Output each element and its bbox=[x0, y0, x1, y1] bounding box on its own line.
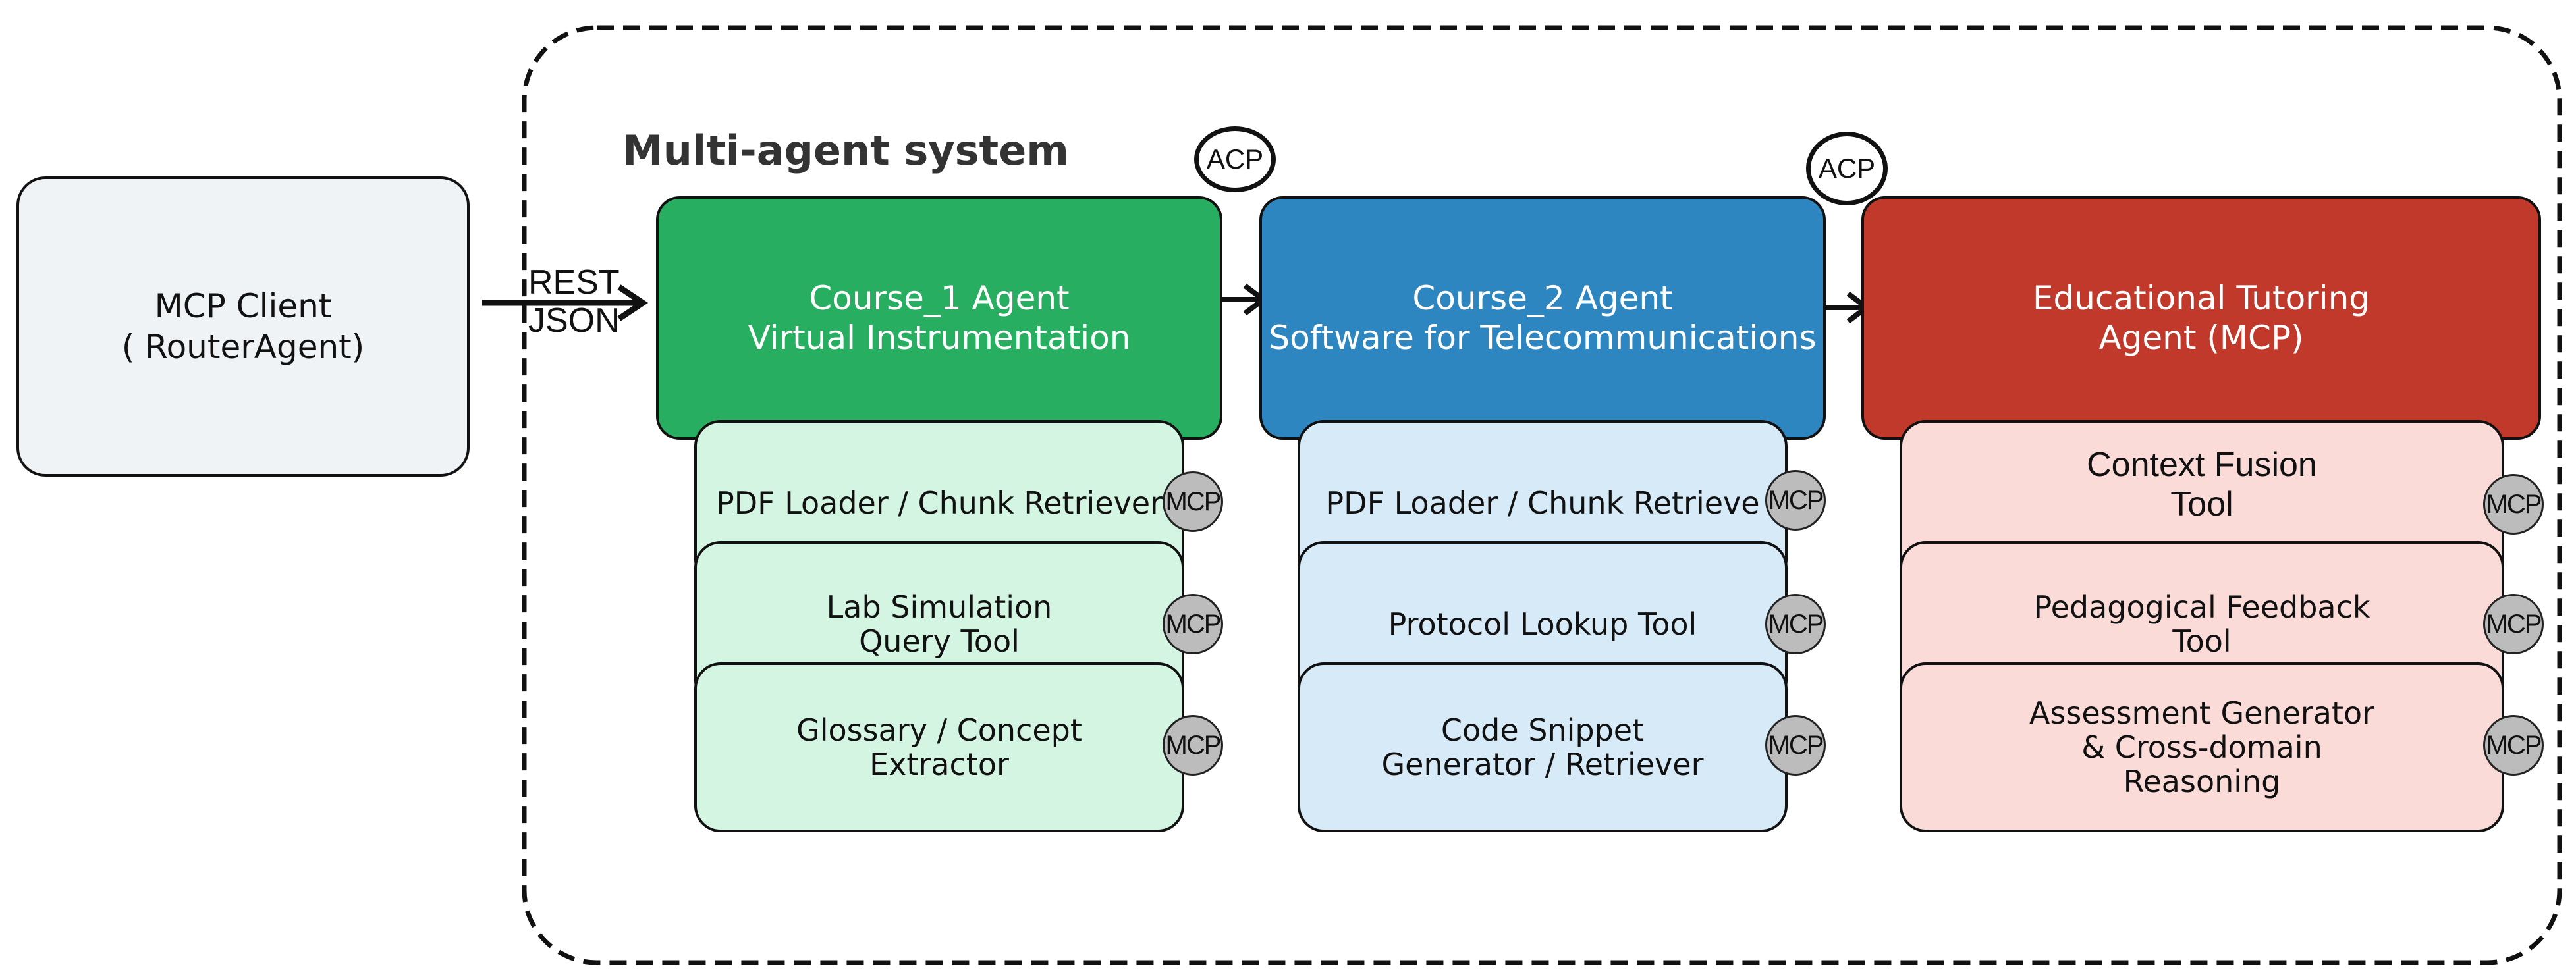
rest-label: REST bbox=[528, 263, 620, 302]
multi-agent-system-boundary bbox=[522, 25, 2562, 965]
mcp-label: MCP bbox=[1165, 609, 1222, 639]
tool-label: Assessment Generator & Cross-domain Reas… bbox=[2029, 695, 2375, 799]
rest-arrow bbox=[482, 284, 649, 321]
system-title: Multi-agent system bbox=[622, 126, 1069, 174]
agent-name: Course_1 Agent bbox=[809, 279, 1070, 317]
code-snippet-tool: Code Snippet Generator / Retriever bbox=[1298, 662, 1788, 832]
agent-subtitle: Agent (MCP) bbox=[2098, 319, 2304, 357]
agent-subtitle: Virtual Instrumentation bbox=[748, 319, 1131, 357]
mcp-label: MCP bbox=[1165, 730, 1222, 760]
tool-label: Code Snippet Generator / Retriever bbox=[1381, 712, 1704, 782]
tool-label: PDF Loader / Chunk Retrieve bbox=[1325, 485, 1760, 521]
mcp-label: MCP bbox=[2486, 730, 2542, 760]
mcp-badge: MCP bbox=[1163, 715, 1223, 776]
tool-label: Protocol Lookup Tool bbox=[1388, 606, 1697, 642]
rest-json-label: REST JSON bbox=[528, 263, 620, 340]
mcp-badge: MCP bbox=[1163, 471, 1223, 532]
mcp-badge: MCP bbox=[2483, 715, 2544, 776]
course-1-agent-box: Course_1 Agent Virtual Instrumentation bbox=[656, 196, 1222, 440]
mcp-label: MCP bbox=[1768, 730, 1824, 760]
mcp-badge: MCP bbox=[1765, 715, 1826, 776]
mcp-label: MCP bbox=[2486, 489, 2542, 519]
router-agent-label: ( RouterAgent) bbox=[121, 328, 365, 366]
acp-label: ACP bbox=[1818, 153, 1876, 184]
mcp-client-box: MCP Client ( RouterAgent) bbox=[16, 176, 470, 477]
mcp-label: MCP bbox=[1165, 487, 1222, 516]
tool-label: PDF Loader / Chunk Retriever bbox=[715, 485, 1163, 521]
glossary-tool: Glossary / Concept Extractor bbox=[694, 662, 1184, 832]
tool-label: Glossary / Concept Extractor bbox=[796, 712, 1082, 782]
mcp-label: MCP bbox=[1768, 485, 1824, 515]
agent-name: Educational Tutoring bbox=[2032, 279, 2370, 317]
acp-badge-1: ACP bbox=[1194, 126, 1276, 192]
acp-label: ACP bbox=[1206, 144, 1264, 174]
mcp-badge: MCP bbox=[1765, 470, 1826, 531]
assessment-generator-tool: Assessment Generator & Cross-domain Reas… bbox=[1900, 662, 2504, 832]
mcp-label: MCP bbox=[2486, 609, 2542, 639]
mcp-badge: MCP bbox=[1765, 594, 1826, 654]
acp-arrow-1 bbox=[1222, 283, 1268, 316]
course-2-agent-box: Course_2 Agent Software for Telecommunic… bbox=[1259, 196, 1826, 440]
agent-name: Course_2 Agent bbox=[1412, 279, 1673, 317]
mcp-client-label: MCP Client bbox=[154, 287, 332, 325]
json-label: JSON bbox=[528, 302, 620, 340]
mcp-badge: MCP bbox=[2483, 594, 2544, 654]
agent-subtitle: Software for Telecommunications bbox=[1269, 319, 1817, 357]
mcp-label: MCP bbox=[1768, 609, 1824, 639]
mcp-badge: MCP bbox=[1163, 594, 1223, 654]
mcp-badge: MCP bbox=[2483, 474, 2544, 535]
tutoring-agent-box: Educational Tutoring Agent (MCP) bbox=[1861, 196, 2541, 440]
tool-label: Context Fusion Tool bbox=[2087, 446, 2317, 523]
acp-arrow-2 bbox=[1825, 291, 1871, 324]
acp-badge-2: ACP bbox=[1806, 132, 1888, 205]
tool-label: Lab Simulation Query Tool bbox=[826, 589, 1053, 659]
tool-label: Pedagogical Feedback Tool bbox=[2033, 589, 2370, 659]
